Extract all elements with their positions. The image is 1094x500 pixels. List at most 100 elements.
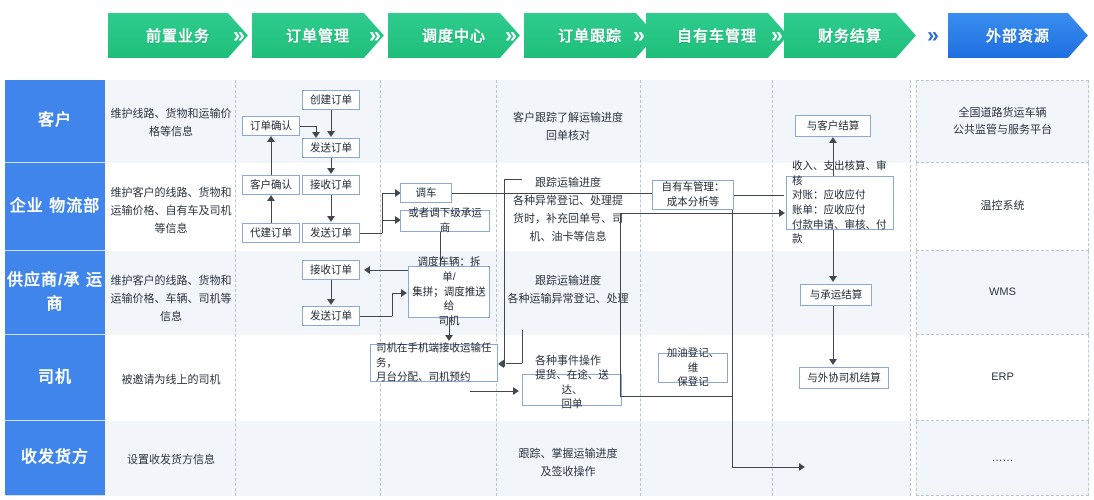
stage-chevron-dispatch[interactable]: 调度中心 xyxy=(388,13,520,58)
connector-subcarrier-to-receive2 xyxy=(370,270,440,271)
process-stage-ribbon: 前置业务 » 订单管理 » 调度中心 » 订单跟踪 » 自有车管理 » 财务结算… xyxy=(0,0,1094,75)
box-create-order[interactable]: 创建订单 xyxy=(302,90,360,110)
external-label: …… xyxy=(991,451,1014,464)
arrowhead-feedback-to-drivermobile xyxy=(499,359,505,367)
column-divider-6 xyxy=(910,80,911,496)
swimlane-label-customer[interactable]: 客户 xyxy=(5,80,105,163)
connector-carrier-settle-to-outsourced xyxy=(833,306,834,360)
arrowhead-send1-to-receive1 xyxy=(327,168,335,174)
connector-send3-h1 xyxy=(360,316,392,317)
box-send-order-3[interactable]: 发送订单 xyxy=(302,306,360,326)
external-label: 全国道路货运车辆 公共监管与服务平台 xyxy=(953,107,1052,136)
external-label: ERP xyxy=(991,371,1014,384)
connector-vehicledispatch-to-drivermobile xyxy=(449,318,450,336)
stage-label: 财务结算 xyxy=(817,28,882,45)
stage-label: 调度中心 xyxy=(421,28,486,45)
arrowhead-accounting-to-carrier-settle xyxy=(829,276,837,282)
arrowhead-accounting-to-customer-settle xyxy=(829,137,837,143)
connector-refuel-rail-h xyxy=(620,396,732,397)
box-order-confirm[interactable]: 订单确认 xyxy=(242,116,300,136)
stage-label: 订单跟踪 xyxy=(557,28,622,45)
chevron-separator-icon-3: » xyxy=(505,24,517,47)
connector-custconfirm-to-orderconfirm xyxy=(271,142,272,175)
box-send-order-1[interactable]: 发送订单 xyxy=(302,138,360,158)
tracking-cell-driver-title: 各种事件操作 xyxy=(535,355,601,367)
arrowhead-drivermobile-to-events xyxy=(513,387,519,395)
box-receive-order-2[interactable]: 接收订单 xyxy=(302,260,360,280)
arrowhead-receive1-to-send2 xyxy=(327,216,335,222)
row-band-customer xyxy=(105,80,910,163)
column-divider-2 xyxy=(380,80,381,496)
box-settle-with-outsourced-driver[interactable]: 与外协司机结算 xyxy=(799,367,889,389)
stage-chevron-order-tracking[interactable]: 订单跟踪 xyxy=(524,13,656,58)
connector-accounting-to-customer-settle xyxy=(833,143,834,176)
pre-business-cell-consignee: 设置收发货方信息 xyxy=(127,454,215,466)
external-label: WMS xyxy=(989,286,1016,299)
stage-chevron-own-vehicle[interactable]: 自有车管理 xyxy=(646,13,788,58)
pre-business-cell-carrier: 维护客户的线路、货物和 运输价格、车辆、司机等 信息 xyxy=(110,275,232,324)
column-divider-4 xyxy=(640,80,641,496)
swimlane-grid: 客户 企业 物流部 供应商/承 运商 司机 收发货方 维护线路、货物和运输价 格… xyxy=(0,80,1094,496)
tracking-cell-consignee: 跟踪、掌握运输进度 及签收操作 xyxy=(518,448,618,479)
external-cell-consignee: …… xyxy=(916,421,1089,496)
box-vehicle-dispatch[interactable]: 调度车辆：拆单/ 集拼；调度推送给 司机 xyxy=(408,256,490,327)
external-cell-customer: 全国道路货运车辆 公共监管与服务平台 xyxy=(916,80,1089,163)
swimlane-label-consignee[interactable]: 收发货方 xyxy=(5,421,105,496)
tracking-cell-carrier: 跟踪运输进度 各种运输异常登记、处理 xyxy=(507,275,629,306)
box-driver-mobile[interactable]: 司机在手机端接收运输任务， 月台分配、司机预约 xyxy=(370,342,498,383)
pre-business-cell-logistics: 维护客户的线路、货物和 运输价格、自有车及司机 等信息 xyxy=(110,187,232,236)
box-sub-carrier[interactable]: 或者调下级承运商 xyxy=(400,207,490,234)
box-shunting[interactable]: 调车 xyxy=(400,183,452,203)
connector-shunting-to-outsourced xyxy=(732,467,800,468)
connector-receive1-to-send2 xyxy=(331,195,332,217)
connector-dispatch-branch-shunting xyxy=(382,193,396,194)
connector-send3-v xyxy=(392,293,393,316)
row-band-carrier xyxy=(105,251,910,335)
box-accounting[interactable]: 收入、支出核算、审核 对账：应收应付 账单：应收应付 付款申请、审核、付款 xyxy=(786,160,894,245)
box-driver-events[interactable]: 提货、在途、送达、 回单 xyxy=(522,369,622,410)
box-receive-order-1[interactable]: 接收订单 xyxy=(302,175,360,195)
arrowhead-shunting-to-outsourced xyxy=(799,463,805,471)
tracking-cell-customer: 客户跟踪了解运输进度 回单核对 xyxy=(513,112,623,143)
arrowhead-proxy-to-custconfirm xyxy=(267,195,275,201)
swimlane-label-carrier[interactable]: 供应商/承 运商 xyxy=(5,251,105,335)
connector-send1-to-receive1 xyxy=(331,158,332,169)
swimlane-label-driver[interactable]: 司机 xyxy=(5,335,105,421)
box-refuel-maintenance[interactable]: 加油登记、维 保登记 xyxy=(658,347,728,388)
row-band-driver xyxy=(105,335,910,421)
chevron-separator-icon-2: » xyxy=(369,24,381,47)
connector-create-to-send xyxy=(331,110,332,132)
connector-subcarrier-down xyxy=(440,232,441,270)
arrowhead-refuel-to-accounting xyxy=(779,209,785,217)
connector-send2-to-dispatch-v xyxy=(382,193,383,233)
box-send-order-2[interactable]: 发送订单 xyxy=(302,223,360,243)
external-cell-driver: ERP xyxy=(916,335,1089,421)
stage-chevron-settlement[interactable]: 财务结算 xyxy=(784,13,916,58)
chevron-separator-icon-1: » xyxy=(233,24,245,47)
connector-receive2-to-send3 xyxy=(331,280,332,299)
chevron-separator-icon-5: » xyxy=(771,24,783,47)
box-customer-confirm[interactable]: 客户确认 xyxy=(242,175,300,195)
row-band-consignee xyxy=(105,421,910,496)
arrowhead-to-subcarrier xyxy=(395,216,401,224)
stage-chevron-pre-business[interactable]: 前置业务 xyxy=(108,13,248,58)
box-settle-with-carrier[interactable]: 与承运结算 xyxy=(800,284,872,306)
stage-chevron-order-mgmt[interactable]: 订单管理 xyxy=(252,13,384,58)
connector-tracking-bracket-v xyxy=(504,179,505,364)
chevron-separator-icon-4: » xyxy=(633,24,645,47)
connector-accounting-to-carrier-settle xyxy=(833,230,834,277)
connector-send3-h2 xyxy=(392,293,402,294)
stage-label: 前置业务 xyxy=(145,28,210,45)
stage-label: 外部资源 xyxy=(985,28,1050,45)
arrowhead-vehicledispatch-to-drivermobile xyxy=(445,335,453,341)
box-settle-with-customer[interactable]: 与客户结算 xyxy=(795,115,871,137)
swimlane-label-logistics[interactable]: 企业 物流部 xyxy=(5,163,105,251)
connector-send2-to-dispatch-h xyxy=(360,233,382,234)
external-cell-carrier: WMS xyxy=(916,251,1089,335)
connector-dispatch-branch-subcarrier xyxy=(382,220,396,221)
connector-feedback-to-drivermobile-h xyxy=(506,363,522,364)
stage-chevron-external[interactable]: 外部资源 xyxy=(948,13,1088,58)
box-proxy-order[interactable]: 代建订单 xyxy=(242,223,300,243)
column-divider-5 xyxy=(772,80,773,496)
box-own-vehicle-mgmt[interactable]: 自有车管理： 成本分析等 xyxy=(652,180,734,210)
